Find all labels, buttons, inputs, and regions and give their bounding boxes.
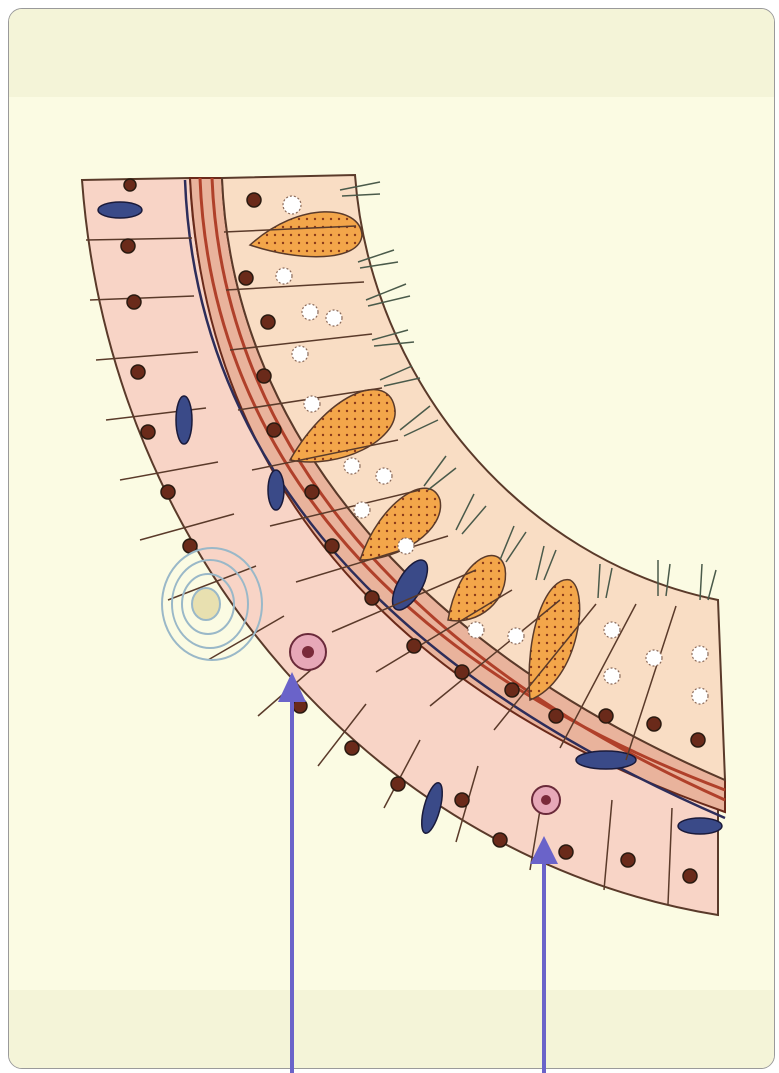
arrow-left bbox=[278, 672, 306, 1073]
target-cell-right bbox=[532, 786, 560, 814]
arrow-right bbox=[530, 836, 558, 1073]
target-cell-left bbox=[290, 634, 326, 670]
